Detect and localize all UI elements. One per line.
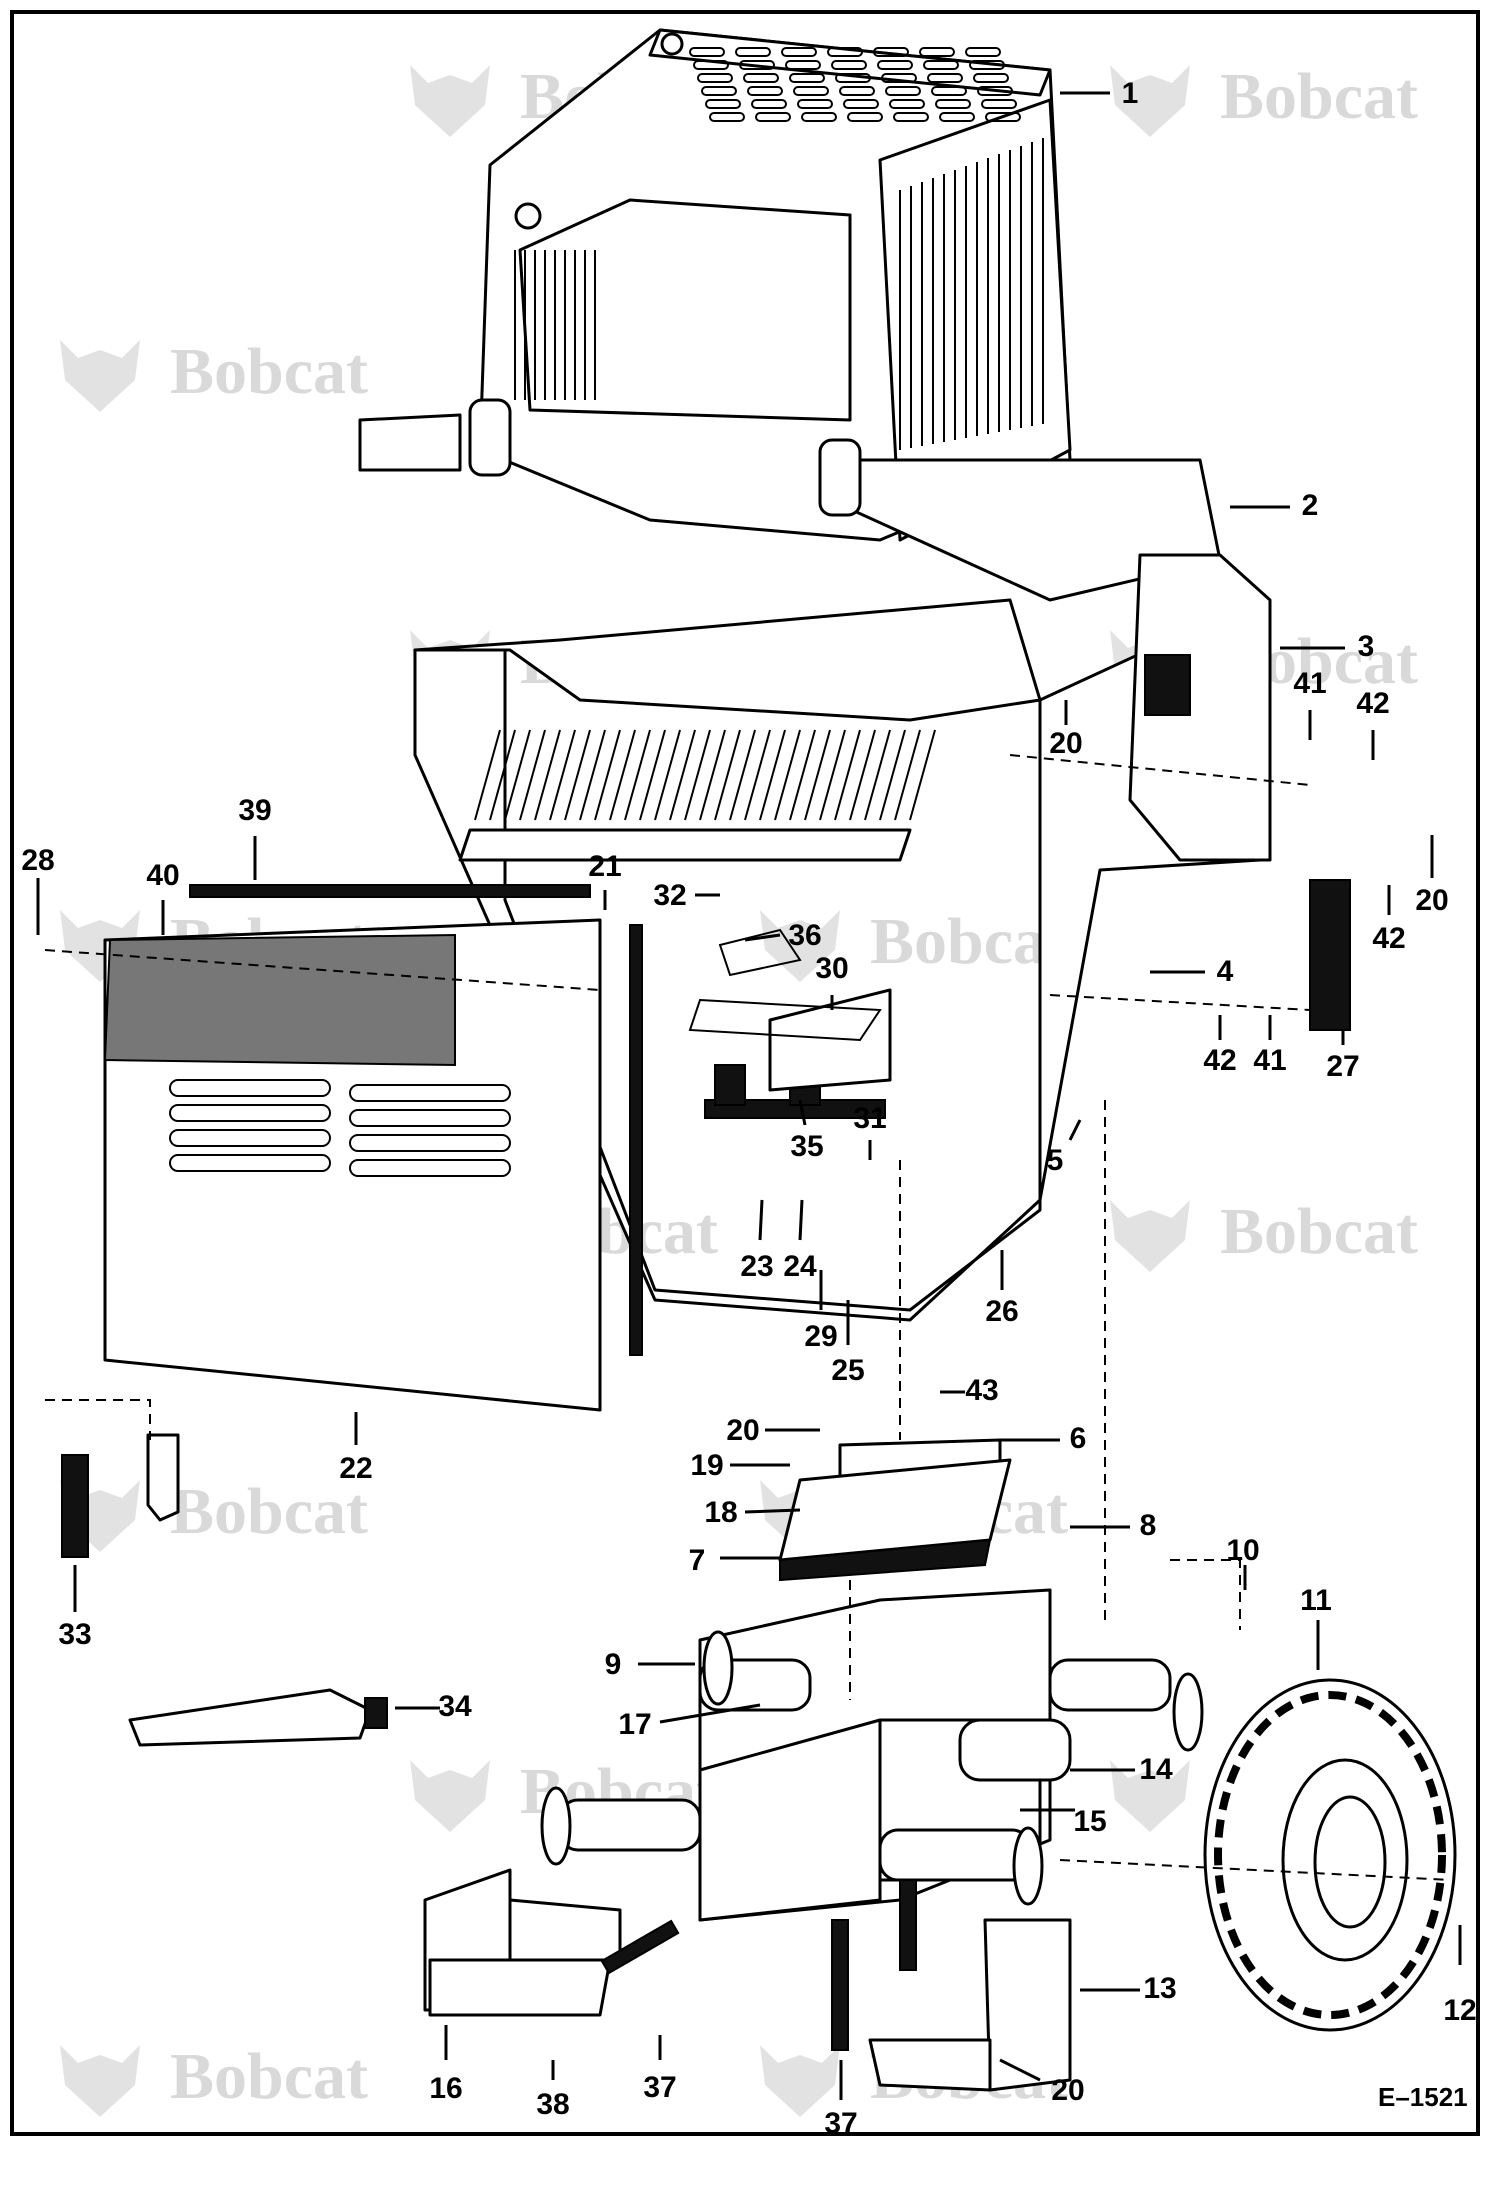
callout-20-label: 20: [1415, 884, 1448, 917]
bobcat-logo-icon: Bobcat: [1110, 60, 1418, 137]
roll-bar-bracket: [358, 398, 1222, 602]
callout-25-label: 25: [831, 1354, 864, 1387]
callout-26-label: 26: [985, 1295, 1018, 1328]
callout-17-label: 17: [618, 1708, 651, 1741]
seat-bar-mount: [688, 928, 892, 1119]
assembly-dashes: [44, 754, 1451, 1881]
bobcat-logo-icon: Bobcat: [60, 335, 368, 412]
callout-35-label: 35: [790, 1130, 823, 1163]
callout-1-label: 1: [1122, 77, 1139, 110]
figure-reference: E–1521: [1378, 2082, 1468, 2112]
callout-18-label: 18: [704, 1496, 737, 1529]
callout-39-label: 39: [238, 794, 271, 827]
callout-3-label: 3: [1358, 630, 1375, 663]
callout-20-label: 20: [1049, 727, 1082, 760]
callout-13-label: 13: [1143, 1972, 1176, 2005]
callout-20-label: 20: [1051, 2074, 1084, 2107]
callout-32-label: 32: [653, 879, 686, 912]
side-shields: [423, 1868, 1072, 2092]
bobcat-logo-icon: Bobcat: [760, 905, 1068, 982]
callout-34-label: 34: [438, 1690, 472, 1723]
callout-37-label: 37: [643, 2071, 676, 2104]
watermark-text: Bobcat: [170, 2040, 368, 2113]
callout-30-label: 30: [815, 952, 848, 985]
callout-8-label: 8: [1140, 1509, 1157, 1542]
callout-29-label: 29: [804, 1320, 837, 1353]
grease-tube: [128, 1688, 388, 1747]
operator-cab: [478, 28, 1072, 542]
callout-41-label: 41: [1293, 667, 1326, 700]
callout-21-label: 21: [588, 850, 621, 883]
callout-7-label: 7: [689, 1544, 706, 1577]
callout-6-label: 6: [1070, 1422, 1087, 1455]
callout-5-leader: [1068, 1119, 1082, 1141]
callout-20-label: 20: [726, 1414, 759, 1447]
callout-33-label: 33: [58, 1618, 91, 1651]
watermark-text: Bobcat: [1220, 1195, 1418, 1268]
callout-11-label: 11: [1300, 1584, 1332, 1617]
callout-9-label: 9: [605, 1648, 622, 1681]
callout-31-label: 31: [853, 1102, 886, 1135]
callout-4-label: 4: [1217, 955, 1234, 988]
bobcat-logo-icon: Bobcat: [60, 2040, 368, 2117]
callout-36-leader: [744, 933, 781, 942]
watermark-text: Bobcat: [170, 1475, 368, 1548]
wheel-and-tire: [1203, 1678, 1457, 2032]
bobcat-logo-icon: Bobcat: [60, 1475, 368, 1552]
watermark-text: Bobcat: [1220, 60, 1418, 133]
watermark-text: Bobcat: [170, 335, 368, 408]
callout-27-label: 27: [1326, 1050, 1359, 1083]
chaincase: [558, 1588, 1172, 1922]
bobcat-logo-icon: Bobcat: [1110, 1195, 1418, 1272]
callout-37-label: 37: [824, 2107, 857, 2140]
callout-42-label: 42: [1203, 1044, 1236, 1077]
callout-labels: 1234567891011121314151617181920202020212…: [21, 77, 1476, 2140]
callout-22-label: 22: [339, 1452, 372, 1485]
callout-43-label: 43: [965, 1374, 998, 1407]
callout-12-label: 12: [1443, 1994, 1476, 2027]
callout-10-label: 10: [1226, 1534, 1259, 1567]
axle-hubs: [540, 1630, 1204, 1906]
main-frame: [413, 553, 1272, 1322]
callout-42-label: 42: [1356, 687, 1389, 720]
callout-40-label: 40: [146, 859, 179, 892]
callout-41-label: 41: [1253, 1044, 1286, 1077]
tilt-latch: [61, 879, 1351, 1558]
callout-28-label: 28: [21, 844, 54, 877]
callout-2-label: 2: [1302, 489, 1319, 522]
callout-36-label: 36: [788, 919, 821, 952]
callout-23-leader: [758, 1199, 764, 1241]
callout-18-leader: [744, 1508, 801, 1514]
callout-20-leader: [999, 2058, 1041, 2082]
callout-14-label: 14: [1139, 1753, 1173, 1786]
callout-15-label: 15: [1073, 1805, 1106, 1838]
callout-42-label: 42: [1372, 922, 1405, 955]
callout-35-leader: [798, 1099, 807, 1126]
callout-38-label: 38: [536, 2088, 569, 2121]
callout-17-leader: [659, 1703, 761, 1724]
callout-5-label: 5: [1047, 1144, 1064, 1177]
callout-24-label: 24: [783, 1250, 817, 1283]
callout-16-label: 16: [429, 2072, 462, 2105]
access-cover: [778, 1438, 1012, 1582]
callout-leaders: [36, 91, 1462, 2100]
callout-24-leader: [798, 1199, 804, 1241]
callout-23-label: 23: [740, 1250, 773, 1283]
watermark-text: Bobcat: [870, 905, 1068, 978]
rear-door: [103, 884, 643, 1412]
callout-19-label: 19: [690, 1449, 723, 1482]
